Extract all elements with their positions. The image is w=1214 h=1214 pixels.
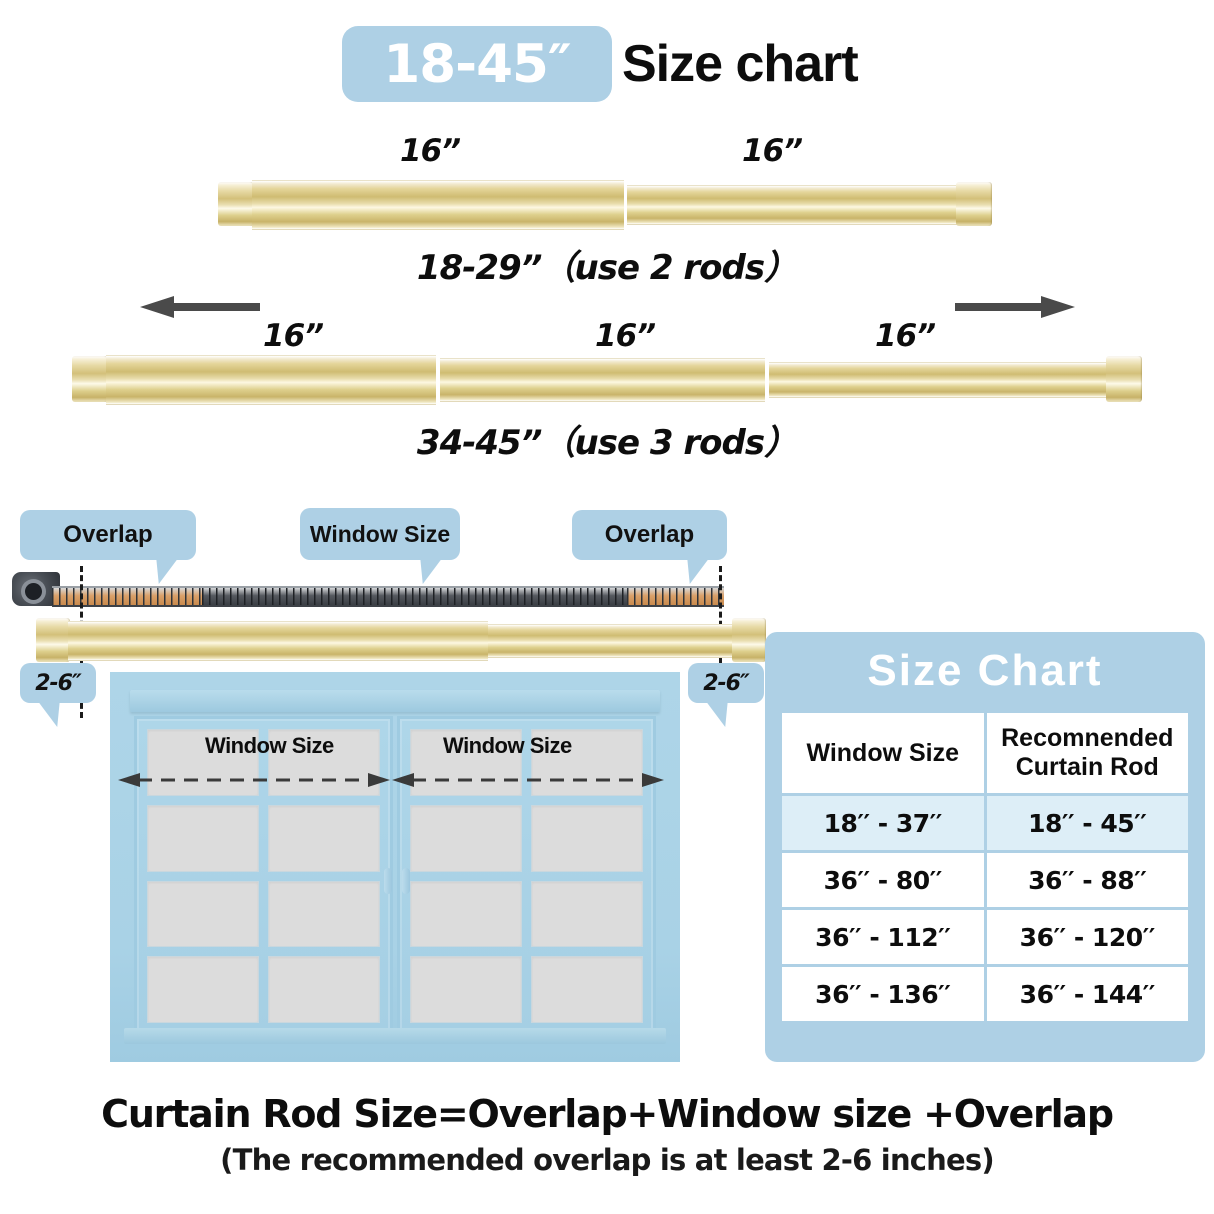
window-size-label-right: Window Size	[443, 733, 572, 758]
cell-recommended-rod: 36′′ - 144′′	[986, 967, 1188, 1021]
rod-end-cap-right	[1106, 356, 1142, 402]
table-row: 36′′ - 136′′36′′ - 144′′	[782, 967, 1188, 1021]
window-pane	[410, 804, 522, 872]
window-header-trim	[130, 690, 660, 712]
callout-window-size-label: Window Size	[309, 520, 451, 547]
window-pane	[410, 729, 522, 796]
callout-window-size: Window Size	[300, 508, 460, 584]
curtain-rod-three-segment	[72, 355, 1142, 405]
callout-overlap-measure-right: 2-6″	[688, 663, 764, 727]
window-pane	[531, 880, 643, 948]
window-pane	[531, 729, 643, 796]
window-pane	[268, 804, 380, 872]
window-sash-right	[397, 716, 656, 1036]
cell-window-size: 36′′ - 80′′	[782, 853, 984, 907]
right-arrow-icon	[955, 296, 1075, 318]
rod-end-cap-left	[72, 356, 108, 402]
page-title: Size chart	[622, 35, 859, 93]
rod-segment-2	[627, 185, 957, 225]
table-row: 18′′ - 37′′18′′ - 45′′	[782, 796, 1188, 850]
rod-segment-2	[488, 624, 734, 658]
window-pane	[268, 880, 380, 948]
cell-recommended-rod: 36′′ - 88′′	[986, 853, 1188, 907]
cell-recommended-rod: 36′′ - 120′′	[986, 910, 1188, 964]
cell-window-size: 18′′ - 37′′	[782, 796, 984, 850]
window-pane	[147, 804, 259, 872]
rod-segment-1	[252, 180, 624, 230]
rod2-segment-label-1: 16”	[263, 318, 324, 354]
rod-end-cap-left	[218, 182, 254, 226]
window-pane	[410, 880, 522, 948]
callout-overlap-measure-right-label: 2-6″	[703, 670, 750, 696]
callout-overlap-measure-left-label: 2-6″	[35, 670, 82, 696]
window-pane	[147, 729, 259, 796]
window-sash-left	[134, 716, 393, 1036]
column-header-window-size: Window Size	[782, 713, 984, 793]
callout-tail	[37, 701, 69, 727]
curtain-rod-two-segment	[218, 180, 992, 230]
two-rod-caption: 18-29”（use 2 rods）	[416, 248, 798, 288]
callout-overlap-measure-left: 2-6″	[20, 663, 96, 727]
rod2-segment-label-3: 16”	[875, 318, 936, 354]
rod2-segment-label-2: 16”	[595, 318, 656, 354]
callout-overlap-left: Overlap	[20, 510, 196, 584]
column-header-recommended-rod: Recomnended Curtain Rod	[986, 713, 1188, 793]
size-range-badge-label: 18-45″	[383, 33, 571, 95]
cell-window-size: 36′′ - 112′′	[782, 910, 984, 964]
rod-segment-2	[440, 358, 765, 402]
window-width-dimension-arrow-right	[392, 773, 664, 787]
size-chart-title: Size Chart	[867, 646, 1103, 695]
window-pane	[147, 880, 259, 948]
tape-measure-hub	[25, 583, 42, 600]
left-arrow-icon	[140, 296, 260, 318]
tape-measure-icon	[12, 570, 724, 607]
window-pane-grid-right	[410, 729, 643, 1023]
window-size-label-left: Window Size	[205, 733, 334, 758]
rod1-segment-label-2: 16”	[742, 133, 803, 169]
window-pane	[268, 729, 380, 796]
rod-end-cap-right	[956, 182, 992, 226]
size-range-badge: 18-45″	[342, 26, 612, 102]
rod1-segment-label-1: 16”	[400, 133, 461, 169]
curtain-rod-overlap-demo	[36, 618, 766, 662]
tape-band-grey	[202, 586, 632, 607]
footer-note: (The recommended overlap is at least 2-6…	[220, 1143, 994, 1177]
rod-segment-3	[769, 362, 1107, 398]
window-pane-grid-left	[147, 729, 380, 1023]
rod-segment-1	[106, 355, 436, 405]
window-illustration	[110, 672, 680, 1062]
rod-segment-1	[68, 621, 488, 661]
cell-window-size: 36′′ - 136′′	[782, 967, 984, 1021]
footer-formula: Curtain Rod Size=Overlap+Window size +Ov…	[101, 1092, 1114, 1136]
window-pane	[147, 956, 259, 1023]
callout-overlap-left-label: Overlap	[63, 521, 153, 548]
window-width-dimension-arrow-left	[118, 773, 390, 787]
window-pane	[410, 956, 522, 1023]
size-chart-panel: Size Chart Window Size Recomnended Curta…	[765, 632, 1205, 1062]
window-handle-right	[402, 868, 410, 894]
window-pane	[531, 804, 643, 872]
rod-end-cap-left	[36, 618, 70, 662]
window-sill	[124, 1028, 666, 1044]
table-header-row: Window Size Recomnended Curtain Rod	[782, 713, 1188, 793]
callout-tail	[705, 701, 737, 727]
rod-end-cap-right	[732, 618, 766, 662]
table-row: 36′′ - 80′′36′′ - 88′′	[782, 853, 1188, 907]
cell-recommended-rod: 18′′ - 45′′	[986, 796, 1188, 850]
table-row: 36′′ - 112′′36′′ - 120′′	[782, 910, 1188, 964]
three-rod-caption: 34-45”（use 3 rods）	[416, 423, 798, 463]
callout-overlap-right: Overlap	[572, 510, 727, 584]
callout-overlap-right-label: Overlap	[604, 521, 695, 548]
window-pane	[268, 956, 380, 1023]
window-pane	[531, 956, 643, 1023]
size-chart-table: Window Size Recomnended Curtain Rod 18′′…	[779, 710, 1191, 1024]
window-handle-left	[384, 868, 392, 894]
tape-band-orange-right	[627, 586, 724, 607]
